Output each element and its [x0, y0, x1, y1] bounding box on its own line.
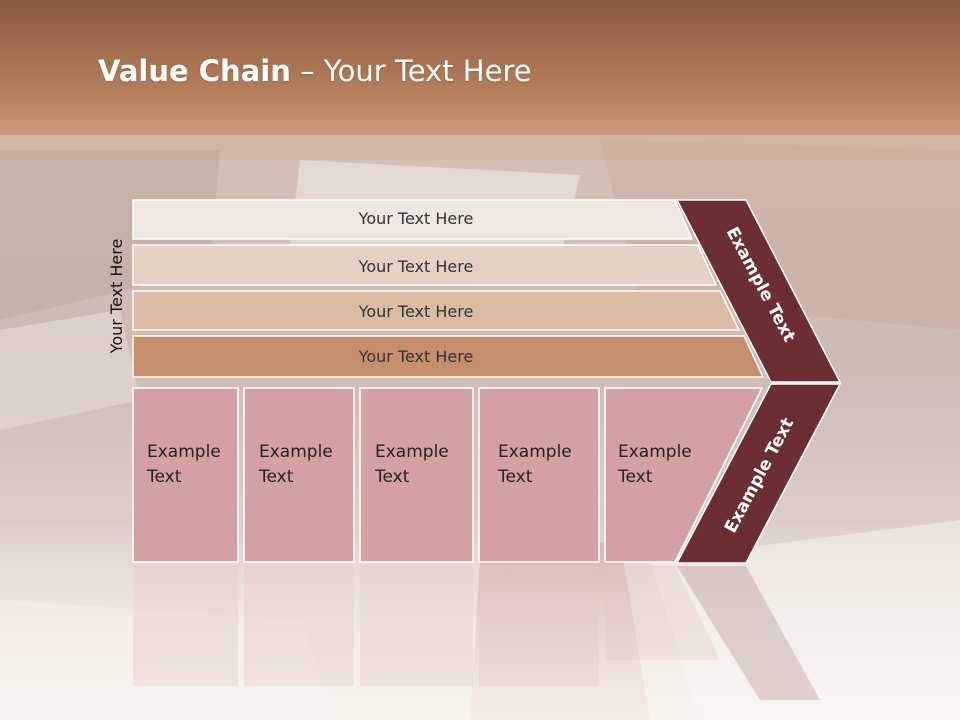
cell-1: [132, 387, 239, 563]
cell-1-line1: Example: [147, 442, 221, 462]
cell-1-text: Example Text: [147, 440, 221, 490]
title-rest: – Your Text Here: [290, 54, 532, 88]
bar-4: [132, 335, 765, 378]
bar-1: [132, 199, 694, 240]
cell-3-line1: Example: [375, 442, 449, 462]
slide-title: Value Chain – Your Text Here: [98, 54, 532, 88]
bar-2-label: Your Text Here: [358, 257, 474, 276]
cell-2-line2: Text: [259, 467, 294, 487]
title-bold: Value Chain: [98, 54, 291, 88]
cell-5-line1: Example: [618, 442, 692, 462]
cell-3: [359, 387, 474, 563]
cell-3-line2: Text: [375, 467, 410, 487]
bar-4-label: Your Text Here: [358, 347, 474, 366]
bar-1-label: Your Text Here: [358, 209, 474, 228]
bar-3-label: Your Text Here: [358, 302, 474, 321]
cell-4-line2: Text: [498, 467, 533, 487]
chevron-reflection: [677, 566, 820, 700]
cells-reflection: [133, 566, 720, 686]
cell-5-text: Example Text: [618, 440, 692, 490]
cell-2-text: Example Text: [259, 440, 333, 490]
chevron-upper: [675, 199, 842, 383]
bar-3: [132, 290, 741, 331]
bar-2: [132, 244, 718, 286]
cell-4-text: Example Text: [498, 440, 572, 490]
cell-5-line2: Text: [618, 467, 653, 487]
cell-1-line2: Text: [147, 467, 182, 487]
cell-2-line1: Example: [259, 442, 333, 462]
cell-5: [604, 387, 764, 563]
cell-4-line1: Example: [498, 442, 572, 462]
cell-4: [478, 387, 600, 563]
cell-3-text: Example Text: [375, 440, 449, 490]
chevron-lower: [675, 383, 842, 564]
cell-2: [243, 387, 355, 563]
